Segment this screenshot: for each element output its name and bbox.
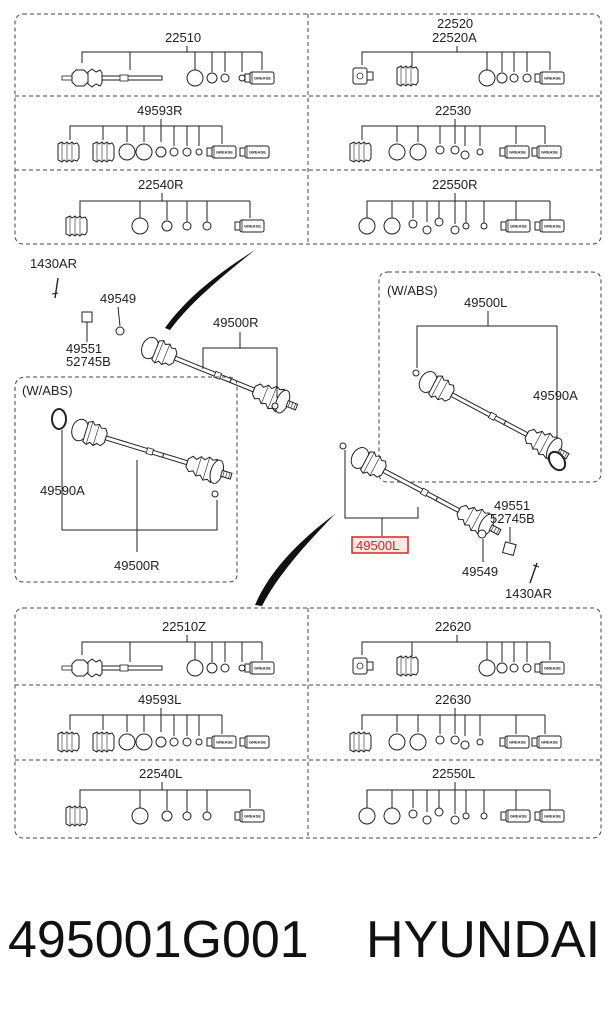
- brand-name: HYUNDAI: [366, 911, 601, 969]
- kit-label-49593L: 49593L: [138, 692, 181, 707]
- nut-label-right-2: 52745B: [490, 511, 535, 526]
- grease-icon: [239, 145, 270, 159]
- grease-icon: [244, 71, 275, 85]
- drive-shaft-abs-left: [68, 415, 236, 489]
- grease-icon: [500, 809, 531, 823]
- kit-label-22520A: 22520A: [432, 30, 477, 45]
- joint-housing-icon: [352, 67, 374, 85]
- bolt-label-right: 1430AR: [505, 586, 552, 601]
- drive-shaft-icon: [61, 68, 163, 88]
- nut-label-right-1: 49551: [494, 498, 530, 513]
- drive-shaft-left: [346, 443, 506, 544]
- abs-ring-label-right: 49590A: [533, 388, 578, 403]
- kit-label-22520: 22520: [437, 16, 473, 31]
- washer-icon: [477, 529, 487, 539]
- grease-icon: [206, 145, 237, 159]
- boot-icon: [349, 731, 372, 753]
- abs-shaft-label-left: 49500R: [114, 558, 160, 573]
- middle-assembly: 1430AR 49549 49551 52745B 49500R (W/ABS)…: [14, 250, 602, 606]
- abs-box-left: [14, 376, 238, 583]
- grease-icon: [531, 145, 562, 159]
- parts-diagram: GREASE: [14, 13, 602, 839]
- kit-label-22630: 22630: [435, 692, 471, 707]
- drive-shaft-abs-right: [414, 367, 574, 468]
- joint-housing-icon: [352, 657, 374, 675]
- grease-icon: [534, 219, 565, 233]
- top-kit-grid: 22510 22520 22520A 49593R: [14, 13, 602, 245]
- boot-icon: [92, 731, 115, 753]
- grease-icon: [531, 735, 562, 749]
- shaft-label-49500R: 49500R: [213, 315, 259, 330]
- bolt-label-left: 1430AR: [30, 256, 77, 271]
- drive-shaft-icon: [61, 658, 163, 678]
- grease-icon: [244, 661, 275, 675]
- kit-label-22540R: 22540R: [138, 177, 184, 192]
- grease-icon: [534, 71, 565, 85]
- nut-icon: [81, 311, 93, 323]
- grease-icon: [499, 735, 530, 749]
- kit-label-22550L: 22550L: [432, 766, 475, 781]
- kit-label-22550R: 22550R: [432, 177, 478, 192]
- grease-icon: [206, 735, 237, 749]
- washer-label-left: 49549: [100, 291, 136, 306]
- abs-ring-icon: [51, 408, 67, 430]
- grease-icon: [234, 809, 265, 823]
- nut-icon: [502, 541, 517, 556]
- highlighted-part-box[interactable]: [351, 536, 409, 554]
- grease-icon: [499, 145, 530, 159]
- grease-icon: [534, 661, 565, 675]
- callout-arrow: [165, 250, 255, 330]
- boot-icon: [396, 65, 419, 87]
- abs-ring-label-left: 49590A: [40, 483, 85, 498]
- nut-label-left-2: 52745B: [66, 354, 111, 369]
- boot-icon: [57, 731, 80, 753]
- kit-label-49593R: 49593R: [137, 103, 183, 118]
- part-number: 495001G001: [8, 911, 309, 969]
- abs-ring-icon: [547, 450, 567, 472]
- abs-title-left: (W/ABS): [22, 383, 73, 398]
- boot-icon: [65, 215, 88, 237]
- boot-icon: [92, 141, 115, 163]
- grease-icon: [534, 809, 565, 823]
- kit-label-22530: 22530: [435, 103, 471, 118]
- boot-icon: [396, 655, 419, 677]
- kit-label-22620: 22620: [435, 619, 471, 634]
- bottom-kit-grid: 22510Z 22620 49593L: [14, 607, 602, 839]
- abs-shaft-label-right: 49500L: [464, 295, 507, 310]
- snap-ring-icon: [271, 402, 279, 410]
- kit-label-22510: 22510: [165, 30, 201, 45]
- kit-label-22540L: 22540L: [139, 766, 182, 781]
- grease-icon: [500, 219, 531, 233]
- boot-icon: [57, 141, 80, 163]
- washer-icon: [115, 326, 125, 336]
- abs-title-right: (W/ABS): [387, 283, 438, 298]
- boot-icon: [65, 805, 88, 827]
- kit-label-22510Z: 22510Z: [162, 619, 206, 634]
- shaft-label-49500L[interactable]: 49500L: [356, 538, 399, 553]
- grease-icon: [234, 219, 265, 233]
- washer-label-right: 49549: [462, 564, 498, 579]
- boot-icon: [349, 141, 372, 163]
- callout-arrow: [255, 514, 335, 606]
- nut-label-left-1: 49551: [66, 341, 102, 356]
- bolt-icon: [54, 277, 59, 299]
- abs-box-right: [378, 271, 602, 483]
- grease-icon: [239, 735, 270, 749]
